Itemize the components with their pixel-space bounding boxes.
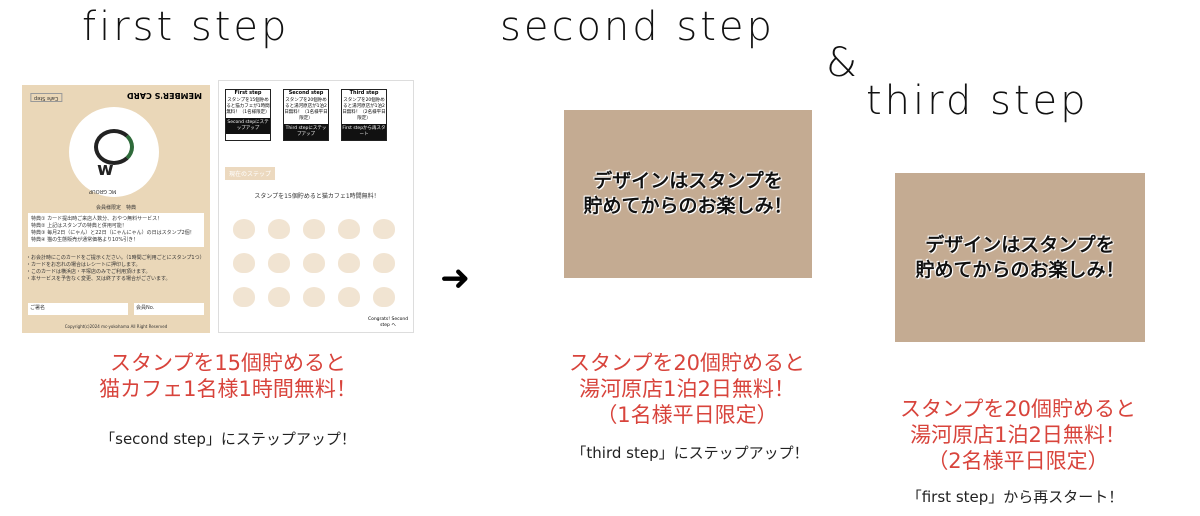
note: ・カードをお忘れの場合はレシートに押印します。 xyxy=(26,262,141,268)
stamp-slot-paw-icon xyxy=(338,287,360,307)
stamp-slot-paw-icon xyxy=(268,253,290,273)
reward-line: スタンプを20個貯めると xyxy=(899,397,1137,421)
reward-line: （1名様平日限定） xyxy=(596,403,778,427)
reward-second: スタンプを20個貯めると 湯河原店1泊2日無料！ （1名様平日限定） xyxy=(547,350,827,428)
reward-line: 湯河原店1泊2日無料！ xyxy=(910,423,1126,447)
reward-line: （2名様平日限定） xyxy=(927,449,1109,473)
stamp-slot-paw-icon xyxy=(303,287,325,307)
perks-title: 会員様限定 特典 xyxy=(95,205,136,211)
title-second-step: second step xyxy=(500,4,775,50)
member-no-field: 会員No. xyxy=(134,303,204,315)
title-first-step: first step xyxy=(82,4,290,50)
stamp-slot-paw-icon xyxy=(338,253,360,273)
next-third: 「first step」から再スタート！ xyxy=(906,488,1124,506)
stamp-grid xyxy=(233,219,395,307)
reward-line: スタンプを15個貯めると xyxy=(109,351,347,375)
perk: 特典④ 猫の生態販売が通常価格より10%引き！ xyxy=(31,237,139,243)
copyright: Copyright(c)2024 mc-yokohama All Right R… xyxy=(64,324,168,329)
reward-line: 湯河原店1泊2日無料！ xyxy=(579,377,795,401)
stamp-headline: スタンプを15個貯めると猫カフェ1時間無料！ xyxy=(254,193,380,200)
reward-first: スタンプを15個貯めると 猫カフェ1名様1時間無料！ xyxy=(88,350,368,402)
note: ・このカードは横浜店・平塚店のみでご利用頂けます。 xyxy=(26,269,151,275)
reward-third: スタンプを20個貯めると 湯河原店1泊2日無料！ （2名様平日限定） xyxy=(878,396,1158,474)
stamp-slot-paw-icon xyxy=(303,219,325,239)
design-placeholder-second: デザインはスタンプを 貯めてからのお楽しみ！ xyxy=(564,110,812,278)
next-first: 「second step」にステップアップ！ xyxy=(100,430,356,448)
stamp-slot-paw-icon xyxy=(268,219,290,239)
perks-list: 特典① カード提出時ご来店人数分、おやつ無料サービス！ 特典② 上記はスタンプの… xyxy=(28,213,204,247)
stamp-slot-paw-icon xyxy=(338,219,360,239)
stamp-slot-paw-icon xyxy=(233,219,255,239)
reward-line: 猫カフェ1名様1時間無料！ xyxy=(99,377,357,401)
note: ・お会計時にこのカードをご提示ください。（1時間ご利用ごとにスタンプ1つ） xyxy=(26,255,205,261)
member-card-front: Cafe Step MEMBER'S CARD w MC GROUP 会員様限定… xyxy=(22,85,210,333)
stamp-slot-paw-icon xyxy=(373,253,395,273)
ampersand: & xyxy=(826,40,861,86)
logo-text: MC GROUP xyxy=(89,188,117,194)
congrats: Congrats! Second step へ xyxy=(367,317,409,328)
stamp-slot-paw-icon xyxy=(373,287,395,307)
stamp-slot-paw-icon xyxy=(233,253,255,273)
reward-line: スタンプを20個貯めると xyxy=(568,351,806,375)
name-field: ご署名 xyxy=(28,303,128,315)
stamp-slot-paw-icon xyxy=(303,253,325,273)
current-step-label: 現在のステップ xyxy=(225,167,276,180)
note: ・本サービスを予告なく変更、又は終了する場合がございます。 xyxy=(26,276,171,282)
perk: 特典② 上記はスタンプの特典と併用可能！ xyxy=(31,223,127,229)
stamp-slot-paw-icon xyxy=(233,287,255,307)
perk: 特典③ 毎月2日（にゃん）と22日（にゃんにゃん）の日はスタンプ2個！ xyxy=(31,230,195,236)
card-tag: Cafe Step xyxy=(30,93,63,102)
stamp-slot-paw-icon xyxy=(268,287,290,307)
card-brand: MEMBER'S CARD xyxy=(127,91,202,100)
perk: 特典① カード提出時ご来店人数分、おやつ無料サービス！ xyxy=(31,216,163,222)
title-third-step: third step xyxy=(866,78,1089,124)
next-second: 「third step」にステップアップ！ xyxy=(571,444,809,462)
arrow-right-icon: ➜ xyxy=(440,258,471,299)
design-placeholder-third: デザインはスタンプを 貯めてからのお楽しみ！ xyxy=(895,173,1145,342)
logo: w MC GROUP xyxy=(69,107,159,197)
stamp-slot-paw-icon xyxy=(373,219,395,239)
